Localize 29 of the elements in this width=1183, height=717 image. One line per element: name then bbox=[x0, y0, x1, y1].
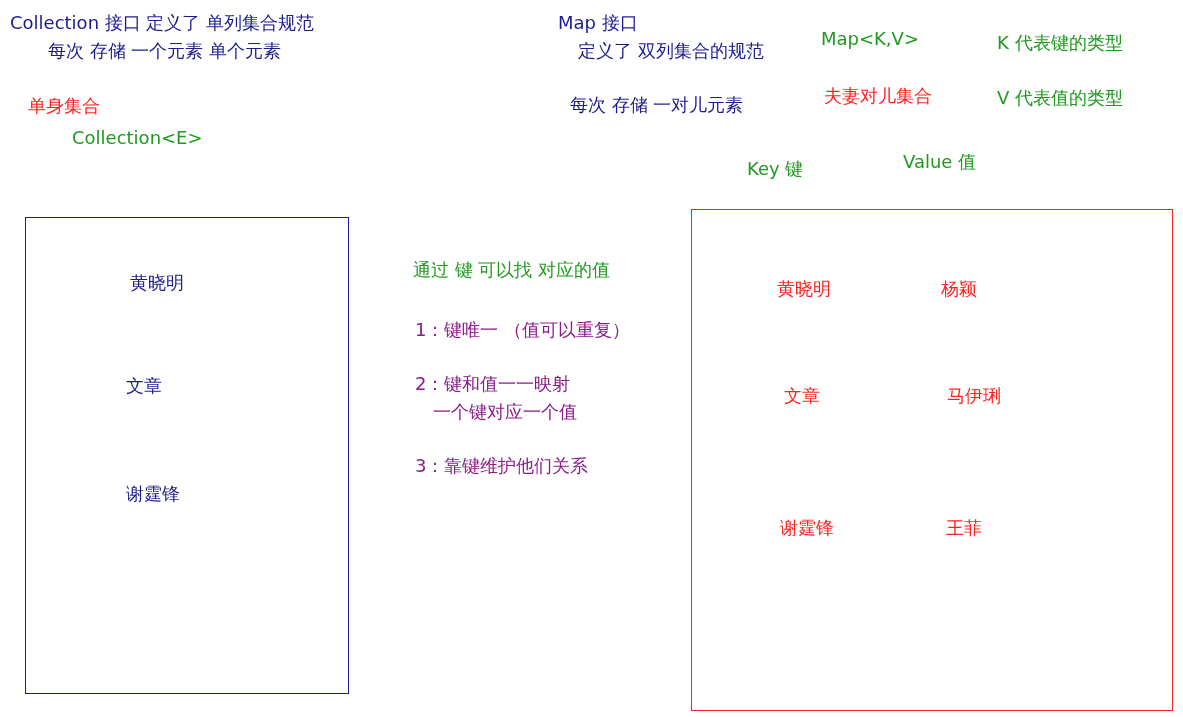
note-text: 1：键唯一 （值可以重复） bbox=[415, 319, 631, 342]
note-text: 夫妻对儿集合 bbox=[824, 85, 932, 108]
note-text: V 代表值的类型 bbox=[997, 87, 1124, 110]
note-text: 通过 键 可以找 对应的值 bbox=[413, 259, 611, 282]
note-text: 一个键对应一个值 bbox=[433, 401, 577, 424]
note-text: Collection<E> bbox=[72, 127, 203, 150]
note-text: Map<K,V> bbox=[821, 28, 919, 51]
note-text: 单身集合 bbox=[28, 95, 100, 118]
name-text: 文章 bbox=[784, 385, 820, 408]
collection-box bbox=[25, 217, 349, 694]
note-text: 3：靠键维护他们关系 bbox=[415, 455, 589, 478]
name-text: 王菲 bbox=[946, 517, 982, 540]
note-text: 每次 存储 一对儿元素 bbox=[570, 94, 744, 117]
note-text: Collection 接口 定义了 单列集合规范 bbox=[10, 12, 315, 35]
name-text: 杨颖 bbox=[941, 278, 977, 301]
name-text: 谢霆锋 bbox=[780, 517, 834, 540]
note-text: K 代表键的类型 bbox=[997, 32, 1123, 55]
note-text: 2：键和值一一映射 bbox=[415, 373, 571, 396]
name-text: 文章 bbox=[126, 375, 162, 398]
note-text: 定义了 双列集合的规范 bbox=[578, 40, 764, 63]
note-text: Map 接口 bbox=[558, 12, 638, 35]
name-text: 马伊琍 bbox=[947, 385, 1001, 408]
name-text: 黄晓明 bbox=[130, 272, 184, 295]
note-text: 每次 存储 一个元素 单个元素 bbox=[48, 40, 282, 63]
collection-box bbox=[691, 209, 1173, 711]
name-text: 黄晓明 bbox=[777, 278, 831, 301]
note-text: Value 值 bbox=[903, 151, 977, 174]
name-text: 谢霆锋 bbox=[126, 483, 180, 506]
note-text: Key 键 bbox=[747, 158, 804, 181]
